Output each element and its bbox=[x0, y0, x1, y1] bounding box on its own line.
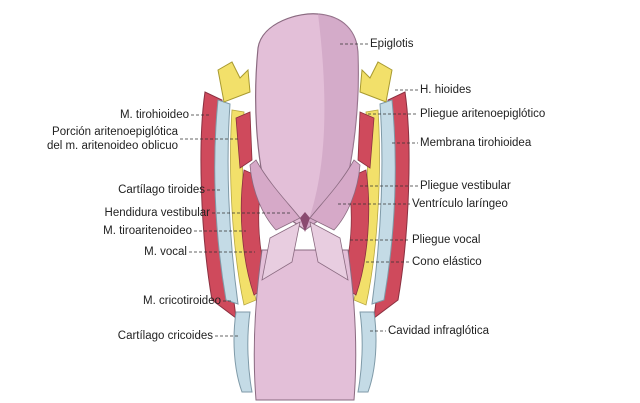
right-vocal-fold bbox=[309, 221, 349, 281]
label-m-vocal: M. vocal bbox=[144, 246, 187, 258]
label-m-cricotiroideo: M. cricotiroideo bbox=[143, 295, 221, 307]
right-hyoid bbox=[359, 61, 393, 103]
left-vocal-fold bbox=[261, 221, 301, 281]
right-upper-muscle bbox=[357, 111, 375, 169]
left-leader-lines bbox=[180, 114, 292, 337]
label-epiglotis: Epiglotis bbox=[370, 38, 414, 50]
right-leader-lines bbox=[338, 43, 418, 332]
label-m-tiroaritenoideo: M. tiroaritenoideo bbox=[103, 225, 192, 237]
label-cono-elastico: Cono elástico bbox=[412, 256, 482, 268]
label-h-hioides: H. hioides bbox=[420, 84, 472, 96]
label-membrana-tirohioidea: Membrana tirohioidea bbox=[420, 137, 532, 149]
label-m-tirohioideo: M. tirohioideo bbox=[119, 109, 189, 121]
label-porcion-line2: del m. aritenoideo oblicuo bbox=[46, 140, 178, 152]
left-upper-muscle bbox=[235, 111, 253, 169]
label-pliegue-aritenoepiglotico: Pliegue aritenoepiglótico bbox=[420, 108, 546, 120]
label-cavidad-infraglotica: Cavidad infraglótica bbox=[388, 325, 490, 337]
label-pliegue-vestibular: Pliegue vestibular bbox=[420, 180, 511, 192]
left-vestibular-fold bbox=[249, 159, 301, 231]
left-cricoid-cartilage bbox=[233, 311, 253, 393]
label-cartilago-cricoides: Cartílago cricoides bbox=[117, 330, 213, 342]
label-cartilago-tiroides: Cartílago tiroides bbox=[118, 184, 205, 196]
label-pliegue-vocal: Pliegue vocal bbox=[412, 234, 481, 246]
right-cricoid-cartilage bbox=[357, 311, 377, 393]
label-ventriculo-laringeo: Ventrículo laríngeo bbox=[412, 198, 508, 210]
right-thyroid-cartilage bbox=[371, 99, 396, 305]
rima-glottidis bbox=[300, 212, 310, 232]
label-porcion-line1: Porción aritenoepiglótica bbox=[52, 126, 178, 138]
left-thyroid-cartilage bbox=[214, 99, 239, 305]
right-vestibular-fold bbox=[309, 159, 361, 231]
label-hendidura-vestibular: Hendidura vestibular bbox=[104, 207, 210, 219]
infraglottic-mucosa bbox=[253, 249, 357, 401]
left-hyoid bbox=[217, 61, 251, 103]
